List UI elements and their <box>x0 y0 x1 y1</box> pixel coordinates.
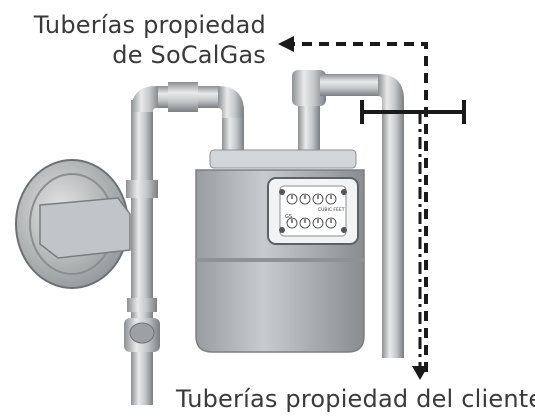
left-riser-collar-lower <box>127 298 157 312</box>
utility-ownership-line <box>292 42 428 372</box>
utility-label-line-2: de SoCalGas <box>112 41 266 69</box>
meter-panel-screw <box>279 189 285 195</box>
meter-outlet-pipe <box>298 95 320 157</box>
customer-owned-piping-label: Tuberías propiedad del cliente <box>176 385 535 413</box>
meter-dial-text: CUBIC FEET <box>318 207 345 213</box>
customer-arrowhead <box>412 366 428 380</box>
outlet-union <box>292 70 326 106</box>
utility-arrowhead <box>278 36 294 52</box>
meter-inlet-elbow <box>218 86 244 120</box>
shutoff-valve-handle <box>129 322 155 344</box>
regulator-body <box>39 197 131 259</box>
left-elbow <box>131 86 160 112</box>
left-riser-collar <box>126 180 158 198</box>
left-top-coupling <box>168 82 198 112</box>
meter-dials <box>286 193 337 229</box>
left-riser-pipe <box>131 100 153 405</box>
meter-inlet-pipe <box>222 118 244 158</box>
meter-top-cap <box>209 149 357 169</box>
meter-panel-screw <box>279 227 285 233</box>
customer-pipe <box>382 110 404 358</box>
customer-elbow <box>378 74 404 112</box>
outlet-top-pipe <box>320 74 380 96</box>
meter-dial-side-text: GS <box>285 214 292 220</box>
utility-owned-piping-label: Tuberías propiedad de SoCalGas <box>18 10 266 70</box>
meter-body-seam <box>196 258 364 262</box>
utility-label-line-1: Tuberías propiedad <box>33 11 266 39</box>
meter-panel-screw <box>341 227 347 233</box>
meter-panel-screw <box>341 189 347 195</box>
